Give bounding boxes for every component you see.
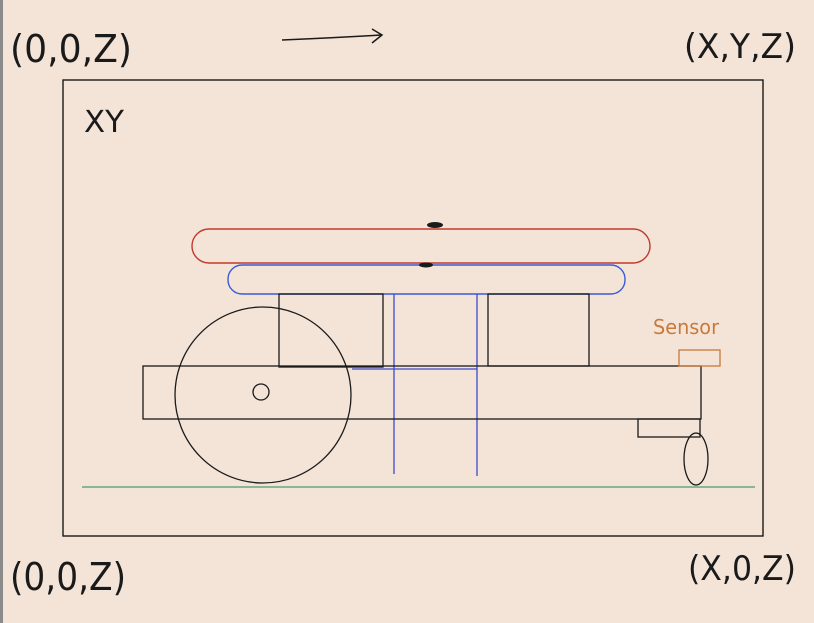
direction-arrow (281, 28, 384, 44)
lower-plate (227, 264, 626, 295)
pivot-mark-top (427, 222, 443, 228)
motor-box-left (278, 293, 384, 368)
pivot-mark-lower (419, 262, 433, 268)
drive-wheel (174, 306, 352, 484)
view-label: XY (84, 105, 125, 140)
corner-label-top-right: (X,Y,Z) (684, 27, 796, 67)
sensor-label: Sensor (653, 315, 720, 339)
top-plate (191, 228, 651, 264)
view-frame (62, 79, 764, 537)
sensor-box (678, 349, 721, 367)
corner-label-top-left: (0,0,Z) (10, 27, 132, 71)
corner-label-bottom-right: (X,0,Z) (688, 549, 796, 589)
caster-bracket (637, 418, 701, 438)
chassis-body (142, 365, 702, 420)
window-edge (0, 0, 3, 623)
corner-label-bottom-left: (0,0,Z) (10, 555, 126, 599)
wheel-hub (252, 383, 270, 401)
caster-wheel (683, 432, 709, 486)
motor-box-right (487, 293, 590, 367)
